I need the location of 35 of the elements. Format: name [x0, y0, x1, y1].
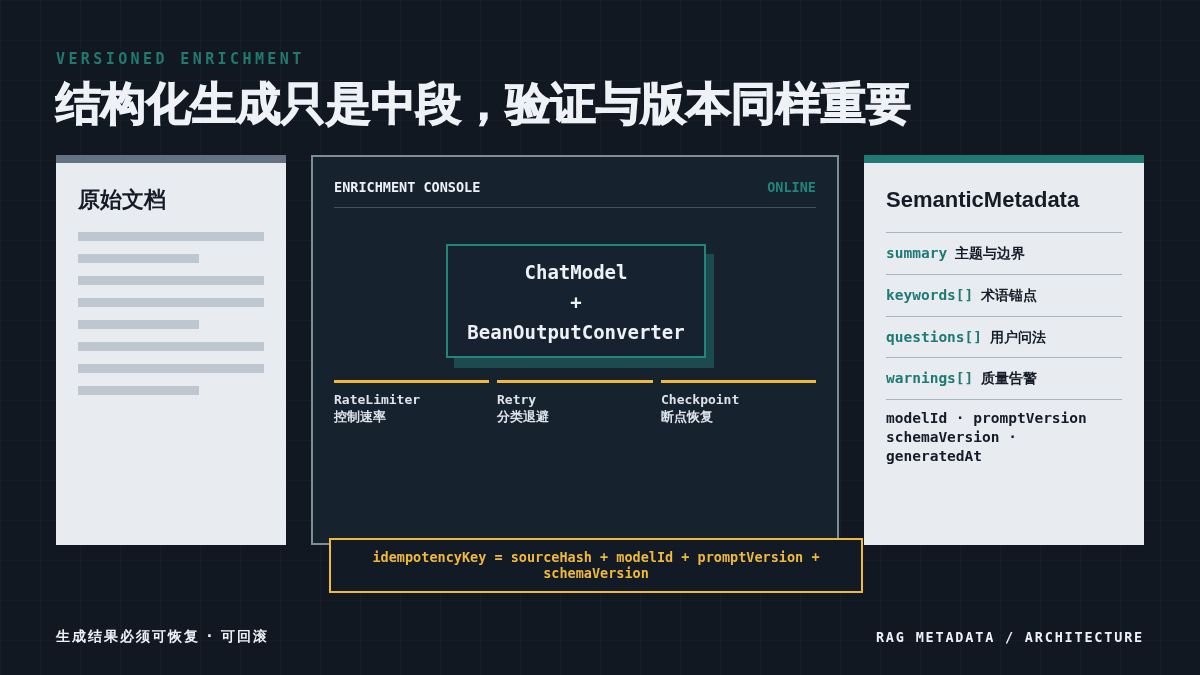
field-description: 质量告警 [981, 369, 1038, 388]
field-name: questions[] [886, 328, 983, 347]
formula-box [329, 538, 863, 593]
model-box [446, 244, 714, 368]
component-column [661, 380, 816, 425]
class-name: ChatModel [524, 260, 628, 285]
field-name: summary [886, 244, 948, 263]
field-description: 术语锚点 [981, 286, 1038, 305]
document-panel [56, 155, 286, 545]
field-description: 用户问法 [990, 328, 1047, 347]
status-text: ONLINE [767, 178, 816, 196]
plus-sign: + [570, 290, 582, 315]
component-name: Retry [497, 391, 537, 408]
component-name: Checkpoint [661, 391, 740, 408]
formula-text: idempotencyKey = sourceHash + modelId + promptVersion + schemaVersion [371, 549, 821, 581]
field-description: 主题与边界 [955, 244, 1026, 263]
field-list: modelId · promptVersion schemaVersion · generatedAt [886, 409, 1108, 466]
field-name: keywords[] [886, 286, 974, 305]
footer-caption: RAG METADATA / ARCHITECTURE [875, 628, 1144, 646]
panel-heading: SemanticMetadata [886, 186, 1080, 214]
component-name: RateLimiter [334, 391, 421, 408]
console-title: ENRICHMENT CONSOLE [334, 178, 481, 196]
component-caption: 控制速率 [334, 408, 386, 425]
component-column [497, 380, 653, 425]
section-kicker: VERSIONED ENRICHMENT [56, 49, 305, 69]
metadata-panel [864, 155, 1144, 545]
component-caption: 断点恢复 [661, 408, 713, 425]
field-name: warnings[] [886, 369, 974, 388]
footer-note: 生成结果必须可恢复 · 可回滚 [56, 627, 270, 645]
panel-heading: 原始文档 [78, 186, 166, 214]
console-panel [311, 155, 839, 545]
component-column [334, 380, 489, 425]
component-caption: 分类退避 [497, 408, 549, 425]
class-name: BeanOutputConverter [467, 320, 685, 345]
slide-title: 结构化生成只是中段，验证与版本同样重要 [56, 76, 911, 132]
